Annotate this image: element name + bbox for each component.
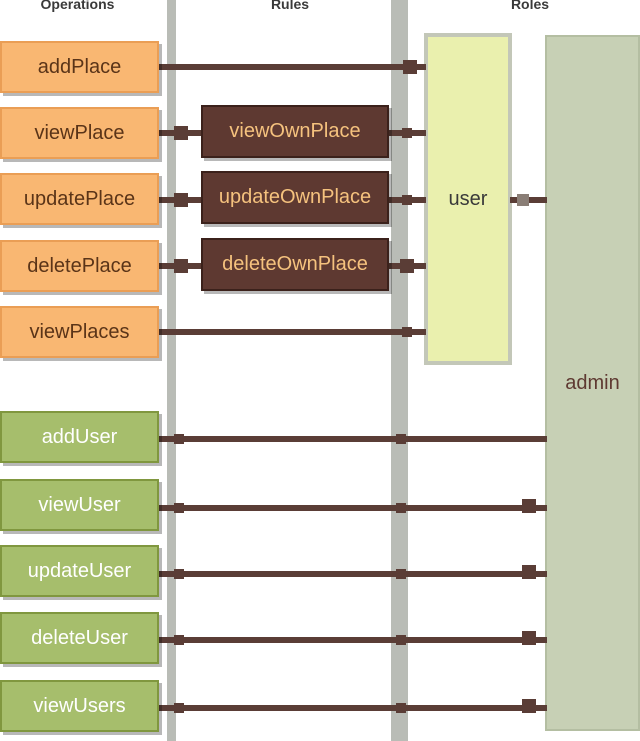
connector-addUser-admin — [159, 436, 547, 442]
role-user-label: user — [448, 187, 488, 210]
operation-label: viewPlaces — [29, 320, 130, 343]
connector-node — [174, 193, 188, 207]
connector-node — [174, 126, 188, 140]
connector-node — [174, 259, 188, 273]
connector-node — [396, 569, 406, 579]
connector-viewPlaces-user — [159, 329, 426, 335]
operation-label: updatePlace — [23, 187, 136, 210]
rule-deleteOwnPlace[interactable]: deleteOwnPlace — [201, 238, 389, 291]
operation-label: deletePlace — [27, 254, 132, 277]
connector-node — [517, 194, 529, 206]
divider-operations-rules — [167, 0, 176, 741]
connector-node — [403, 60, 417, 74]
connector-node — [396, 703, 406, 713]
connector-node — [400, 259, 414, 273]
connector-deleteUser-admin — [159, 637, 547, 643]
operation-viewPlaces[interactable]: viewPlaces — [0, 306, 159, 358]
connector-node — [174, 434, 184, 444]
roles-column-header: Roles — [510, 0, 550, 12]
operation-deletePlace[interactable]: deletePlace — [0, 240, 159, 292]
connector-node — [522, 699, 536, 713]
rules-column-header: Rules — [270, 0, 310, 12]
rule-label: deleteOwnPlace — [222, 253, 368, 275]
role-admin[interactable]: admin — [545, 35, 640, 731]
rule-updateOwnPlace[interactable]: updateOwnPlace — [201, 171, 389, 224]
rule-viewOwnPlace[interactable]: viewOwnPlace — [201, 105, 389, 158]
operation-updatePlace[interactable]: updatePlace — [0, 173, 159, 225]
connector-node — [174, 635, 184, 645]
connector-node — [396, 635, 406, 645]
operation-label: deleteUser — [31, 626, 128, 649]
connector-node — [174, 503, 184, 513]
connector-node — [174, 569, 184, 579]
connector-node — [174, 703, 184, 713]
connector-node — [402, 128, 412, 138]
operation-deleteUser[interactable]: deleteUser — [0, 612, 159, 664]
operation-label: viewUser — [38, 493, 121, 516]
operation-addPlace[interactable]: addPlace — [0, 41, 159, 93]
operation-updateUser[interactable]: updateUser — [0, 545, 159, 597]
operation-viewPlace[interactable]: viewPlace — [0, 107, 159, 159]
operation-viewUsers[interactable]: viewUsers — [0, 680, 159, 732]
operations-column-header: Operations — [40, 0, 115, 12]
operation-label: viewUsers — [33, 694, 126, 717]
connector-updateUser-admin — [159, 571, 547, 577]
operation-viewUser[interactable]: viewUser — [0, 479, 159, 531]
operation-label: viewPlace — [34, 121, 125, 144]
connector-node — [522, 631, 536, 645]
operation-label: addUser — [41, 425, 118, 448]
rule-label: updateOwnPlace — [218, 186, 372, 208]
operation-addUser[interactable]: addUser — [0, 411, 159, 463]
connector-node — [396, 434, 406, 444]
role-user[interactable]: user — [424, 33, 512, 365]
connector-node — [402, 195, 412, 205]
divider-rules-roles — [391, 0, 408, 741]
operation-label: updateUser — [27, 559, 132, 582]
connector-node — [522, 565, 536, 579]
rule-label: viewOwnPlace — [229, 120, 361, 142]
connector-viewUser-admin — [159, 505, 547, 511]
connector-node — [396, 503, 406, 513]
connector-addPlace-user — [159, 64, 426, 70]
operation-label: addPlace — [37, 55, 122, 78]
connector-node — [522, 499, 536, 513]
connector-viewUsers-admin — [159, 705, 547, 711]
role-admin-label: admin — [565, 371, 620, 394]
connector-node — [402, 327, 412, 337]
